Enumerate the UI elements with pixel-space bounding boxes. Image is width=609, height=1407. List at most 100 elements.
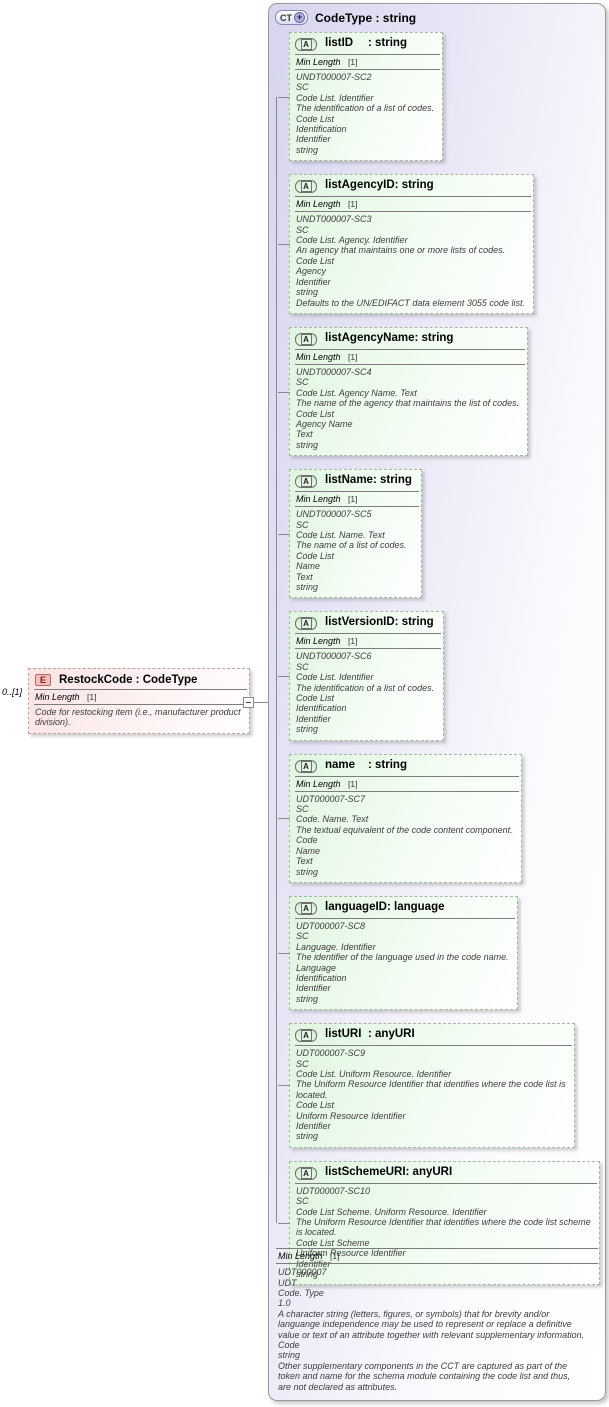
doc-line: Uniform Resource Identifier (296, 1248, 406, 1259)
divider (295, 1045, 572, 1047)
cardinality-label: 0..[1] (2, 687, 23, 697)
facet-name: Min Length (35, 692, 80, 702)
doc-line: Code List. Uniform Resource. Identifier (296, 1068, 452, 1079)
doc-line: Text (296, 856, 313, 867)
doc-line: Language (296, 962, 337, 973)
attribute-facet-row: Min Length[1] (290, 350, 527, 364)
doc-line: Name (296, 845, 321, 856)
facet-value: [1] (348, 199, 358, 210)
doc-line: string (296, 287, 319, 298)
facet-name: Min Length (296, 636, 341, 647)
doc-line: Code List (296, 1100, 335, 1111)
attribute-name: listID (325, 37, 354, 49)
doc-line: Code List. Identifier (296, 92, 374, 103)
doc-line: UDT (278, 1277, 297, 1288)
element-docs: Code for restocking item (i.e., manufact… (29, 705, 249, 733)
divider (295, 633, 441, 635)
doc-line: are not declared as attributes. (278, 1381, 398, 1392)
doc-line: UDT000007-SC7 (296, 793, 366, 804)
doc-line: string (296, 439, 319, 450)
doc-line: UDT000007-SC10 (296, 1185, 371, 1196)
doc-line: string (296, 1131, 319, 1142)
doc-line: SC (296, 519, 309, 530)
doc-line: Code (296, 835, 318, 846)
doc-line: Code List. Agency. Identifier (296, 235, 408, 246)
doc-line: Code List Scheme (296, 1237, 370, 1248)
doc-line: UDT000007-SC8 (296, 920, 366, 931)
doc-line: An agency that maintains one or more lis… (296, 245, 506, 256)
attribute-icon: A (295, 38, 317, 51)
doc-line: string (296, 582, 319, 592)
divider (295, 363, 526, 365)
attribute-type: : string (372, 474, 412, 487)
codetype-title: CodeType : string (315, 10, 417, 25)
doc-line: division). (35, 717, 71, 728)
doc-line: Code List. Name. Text (296, 529, 385, 540)
doc-line: string (296, 866, 319, 877)
doc-line: Identification (296, 703, 347, 714)
attribute-icon-letter: A (300, 333, 312, 345)
doc-line: SC (296, 1196, 309, 1207)
attribute-facet-row: Min Length[1] (290, 634, 443, 648)
codetype-facet-row: Min Length [1] (275, 1249, 599, 1263)
attribute-name: listURI (325, 1028, 362, 1041)
doc-line: SC (296, 82, 309, 93)
doc-line: Name (296, 561, 321, 572)
attribute-type: : string (414, 331, 454, 344)
element-facet-row: Min Length[1] (29, 690, 249, 704)
attribute-name: listSchemeURI (325, 1165, 406, 1178)
doc-line: SC (296, 377, 309, 388)
doc-line: Language. Identifier (296, 941, 376, 952)
doc-line: SC (296, 661, 309, 672)
attribute-type: : string (394, 616, 434, 629)
attribute-icon-letter: A (300, 902, 312, 914)
doc-line: UNDT000007-SC3 (296, 214, 372, 225)
complex-type-icon-text: CT (280, 12, 292, 23)
collapse-toggle[interactable] (243, 697, 254, 708)
attribute-type: : string (368, 37, 407, 49)
doc-line: The Uniform Resource Identifier that ide… (296, 1079, 566, 1090)
attribute-icon: A (295, 180, 317, 194)
attribute-icon: A (295, 901, 317, 915)
attribute-type: : anyURI (368, 1028, 415, 1041)
codetype-header[interactable]: CT + CodeType : string (269, 4, 605, 28)
doc-line: token and name for the schema module con… (278, 1371, 571, 1382)
doc-line: UDT000007 (278, 1267, 327, 1278)
doc-line: Code List (296, 113, 335, 124)
doc-line: Agency (296, 266, 327, 277)
doc-line: string (296, 144, 319, 155)
doc-line: 1.0 (278, 1298, 291, 1309)
facet-name: Min Length (278, 1251, 323, 1262)
divider (295, 196, 531, 198)
doc-line: SC (296, 804, 309, 815)
facet-value: [1] (330, 1251, 340, 1262)
doc-line: SC (296, 224, 309, 235)
doc-line: The identification of a list of codes. (296, 103, 435, 114)
attribute-icon: A (295, 1166, 317, 1180)
